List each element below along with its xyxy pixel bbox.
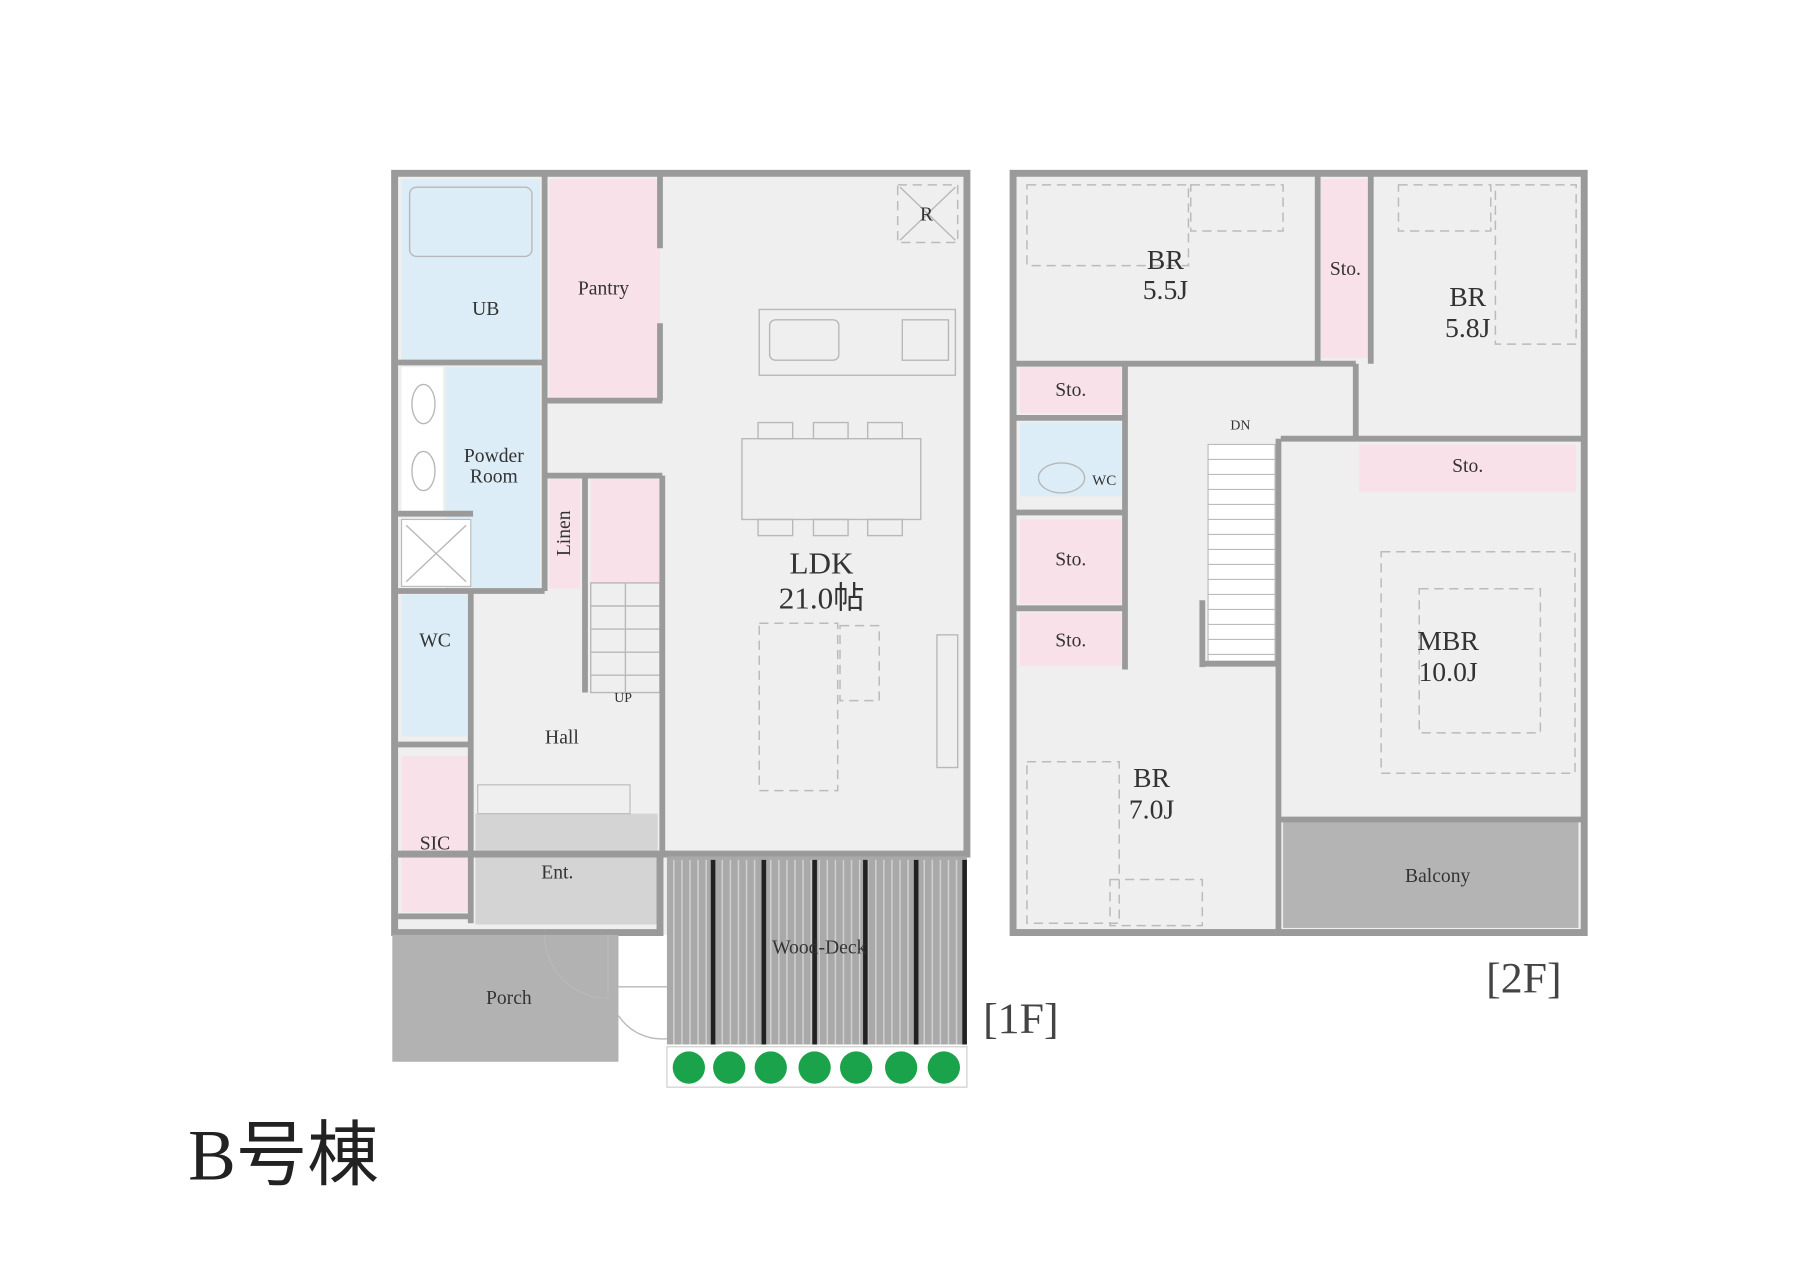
- label-mbr-size: 10.0J: [1418, 656, 1477, 687]
- label-hall: Hall: [545, 727, 579, 748]
- understair-closet: [590, 479, 660, 583]
- stair-frame: [1207, 443, 1276, 662]
- label-br3-name: BR: [1133, 762, 1170, 793]
- tv-board: [936, 634, 959, 769]
- label-br1-name: BR: [1147, 244, 1184, 275]
- floor-2-label: [2F]: [1486, 955, 1561, 1003]
- room-ldk: [664, 179, 964, 855]
- label-mbr-name: MBR: [1417, 625, 1479, 656]
- shrub-icon: [798, 1051, 831, 1084]
- toilet: [1037, 462, 1086, 494]
- sofa: [758, 622, 880, 792]
- label-br1-size: 5.5J: [1143, 274, 1189, 305]
- kitchen-counter: [758, 308, 957, 376]
- room-sto-2: [1020, 519, 1122, 604]
- room-wc-1f: [401, 594, 468, 737]
- room-hall: [475, 594, 660, 785]
- label-powder-2: Room: [470, 467, 518, 488]
- shrub-icon: [672, 1051, 705, 1084]
- floor-2-plan: BR 5.5J Sto. BR 5.8J Sto. WC DN Sto. Sto…: [1009, 169, 1588, 1003]
- label-ldk-size: 21.0帖: [779, 580, 865, 615]
- label-sto-vertical: Sto.: [1330, 259, 1361, 280]
- label-sto-3: Sto.: [1055, 630, 1086, 651]
- label-sto-4: Sto.: [1452, 456, 1483, 477]
- shrub-icon: [927, 1051, 960, 1084]
- balcony: [1283, 821, 1579, 928]
- label-br3-size: 7.0J: [1129, 793, 1175, 824]
- room-sto-1: [1020, 367, 1122, 414]
- shrubs: [672, 1051, 960, 1084]
- shrub-icon: [754, 1051, 787, 1084]
- vanity-area: [401, 367, 444, 514]
- porch: [392, 934, 619, 1062]
- label-powder-1: Powder: [464, 446, 524, 467]
- label-br2-name: BR: [1449, 281, 1486, 312]
- room-linen: [549, 479, 581, 589]
- label-linen: Linen: [554, 510, 575, 556]
- room-sic: [401, 756, 471, 912]
- entry-door-swing: [543, 934, 667, 1040]
- room-entrance: [475, 813, 658, 925]
- building-label: B号棟: [188, 1116, 379, 1195]
- room-sto-4: [1359, 444, 1577, 492]
- label-up: UP: [614, 690, 632, 705]
- shrub-icon: [713, 1051, 746, 1084]
- sink: [411, 450, 436, 492]
- label-wood-deck: Wood-Deck: [772, 937, 866, 958]
- label-porch: Porch: [486, 988, 532, 1009]
- label-ent: Ent.: [541, 862, 573, 883]
- cooktop: [901, 319, 950, 361]
- label-refrigerator: R: [920, 205, 934, 226]
- room-sto-3: [1020, 612, 1122, 666]
- label-ldk-name: LDK: [790, 546, 855, 581]
- label-pantry: Pantry: [578, 278, 629, 299]
- sink: [411, 383, 436, 425]
- room-pantry: [549, 179, 660, 399]
- stairs-1f: [590, 582, 661, 694]
- ent-step: [477, 784, 631, 815]
- furniture-2f: [1026, 184, 1577, 927]
- label-wc-1f: WC: [419, 630, 451, 651]
- label-wc-2f: WC: [1092, 473, 1116, 489]
- label-sto-2: Sto.: [1055, 550, 1086, 571]
- wood-deck: [666, 856, 967, 1045]
- dining-chairs: [757, 421, 903, 537]
- label-ub: UB: [472, 299, 499, 320]
- room-wc-2f: [1020, 422, 1122, 497]
- label-sic: SIC: [420, 833, 451, 854]
- shrub-icon: [840, 1051, 873, 1084]
- label-balcony: Balcony: [1405, 866, 1471, 887]
- kitchen-sink: [768, 319, 840, 361]
- floor-1-label: [1F]: [983, 995, 1058, 1043]
- room-ub: [401, 179, 540, 361]
- label-dn: DN: [1230, 417, 1250, 432]
- room-sto-vertical: [1321, 179, 1371, 358]
- refrigerator-space: [896, 184, 959, 244]
- label-sto-1: Sto.: [1055, 380, 1086, 401]
- stairs-2f: [1207, 443, 1276, 662]
- floor-1-plan: UB Pantry R Powder Room Linen WC UP Hall…: [391, 169, 1059, 1088]
- shrub-icon: [885, 1051, 918, 1084]
- bathtub: [408, 186, 533, 258]
- label-br2-size: 5.8J: [1445, 312, 1491, 343]
